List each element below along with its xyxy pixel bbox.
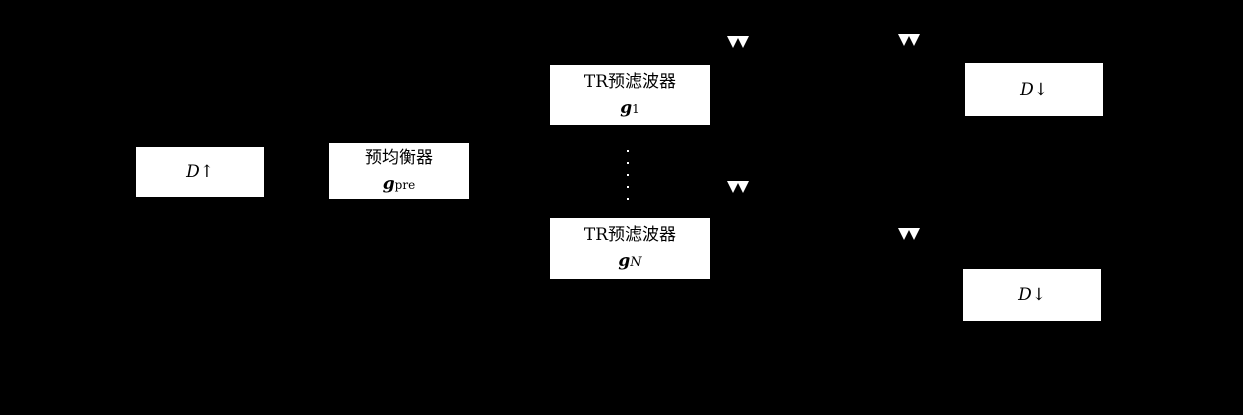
ellipsis-dot [627,162,629,164]
channel-h-bottom: h2,N [803,265,835,285]
bob-antenna-icon [898,34,920,46]
downsampler-bob: D↓ [964,62,1104,117]
tx-antenna-n-icon [727,181,749,193]
upsampled-label: x n [274,146,297,161]
channel-h-mid: h2,1 [853,172,882,192]
channel-h-1n: h1,N [852,116,884,136]
tr-prefilter-n: TR预滤波器 gN [549,217,711,280]
tr-prefilter-1: TR预滤波器 g1 [549,64,711,126]
pre-equalizer-title: 预均衡器 [365,147,433,168]
channel-h-top: h1,1 [795,17,824,37]
eavesdropper-caption: 窃听端Eve [1019,390,1102,410]
pre-equalizer-block: 预均衡器 gpre [328,142,470,200]
pre-equalizer-filter: gpre [382,173,416,194]
eve-antenna-icon [898,228,920,240]
legit-receiver-caption: 合法接收端Bob [986,189,1104,209]
downsampler-bob-label: D↓ [1020,79,1048,100]
input-label: X n [52,148,82,168]
tr-prefilter-1-title: TR预滤波器 [583,71,677,92]
tx-antenna-1-icon [727,36,749,48]
upsampler-label: D↑ [186,162,214,182]
tr-prefilter-n-title: TR预滤波器 [583,224,677,245]
transmitter-caption: 发送端Alice [344,390,436,410]
ellipsis-dot [627,186,629,188]
ellipsis-dot [627,198,629,200]
upsampler-block: D↑ [135,146,265,198]
downsampler-eve: D↓ [962,268,1102,322]
ellipsis-dot [627,174,629,176]
downsampler-eve-label: D↓ [1018,285,1046,305]
tr-prefilter-1-filter: g1 [620,97,640,118]
ellipsis-dot [627,150,629,152]
tr-prefilter-n-filter: gN [618,250,642,271]
channel-caption: 多径信道 [776,388,844,408]
